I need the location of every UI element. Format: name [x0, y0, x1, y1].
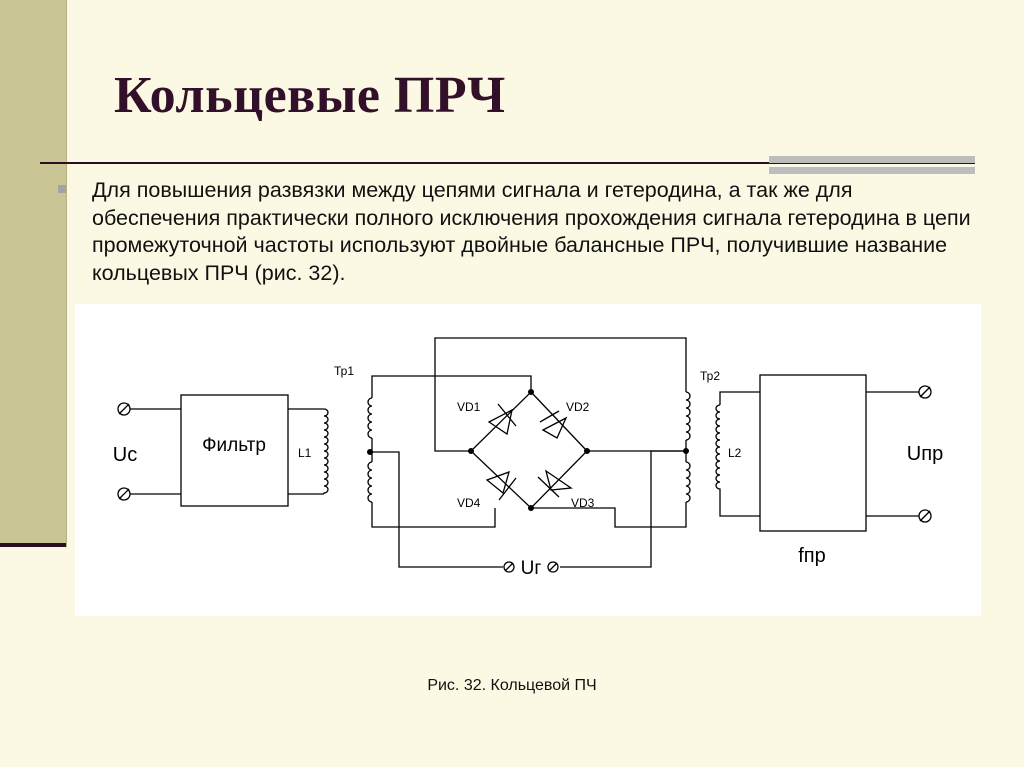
input-terminals: [117, 402, 181, 501]
tr1-center-tap-node: [367, 449, 373, 455]
body-paragraph: Для повышения развязки между цепями сигн…: [92, 178, 971, 285]
left-accent-band: [0, 0, 67, 547]
vd3-label: VD3: [571, 496, 595, 510]
heterodyne-terminals: [503, 561, 559, 573]
output-frequency-label: fпр: [798, 545, 826, 567]
title-divider-accent: [769, 156, 975, 176]
transformer-tr2: [560, 380, 691, 568]
input-voltage-label: Uc: [113, 444, 137, 466]
inductor-l1: [288, 408, 329, 495]
transformer-tr1: [367, 375, 532, 568]
title-divider: [40, 162, 975, 164]
ring-node-top: [528, 389, 534, 395]
vd1-label: VD1: [457, 400, 481, 414]
vd4-label: VD4: [457, 496, 481, 510]
ring-to-tr2-bottom-wire: [531, 502, 687, 528]
l2-label: L2: [728, 446, 742, 460]
output-terminals: [918, 385, 932, 523]
filter-block: [180, 394, 289, 507]
figure-caption: Рис. 32. Кольцевой ПЧ: [427, 677, 597, 694]
heterodyne-voltage-label: Uг: [521, 558, 542, 579]
tr2-center-tap-node: [683, 448, 689, 454]
bullet-marker: [58, 185, 66, 193]
slide-title: Кольцевые ПРЧ: [114, 67, 506, 124]
left-band-underline: [0, 543, 66, 547]
vd2-label: VD2: [566, 400, 590, 414]
filter-label: Фильтр: [202, 435, 266, 456]
circuit-figure: Фильтр Uc L1 Тр1: [75, 304, 981, 616]
diode-ring: [470, 391, 588, 509]
tr2-label: Тр2: [700, 369, 720, 383]
output-filter-block: [759, 374, 867, 532]
ring-to-tr2-top-wire: [434, 337, 687, 452]
inductor-l2: [715, 391, 760, 517]
output-voltage-label: Uпр: [907, 443, 943, 465]
l1-label: L1: [298, 446, 312, 460]
tr1-label: Тр1: [334, 364, 354, 378]
ring-mixer-schematic: Фильтр Uc L1 Тр1: [113, 337, 943, 579]
